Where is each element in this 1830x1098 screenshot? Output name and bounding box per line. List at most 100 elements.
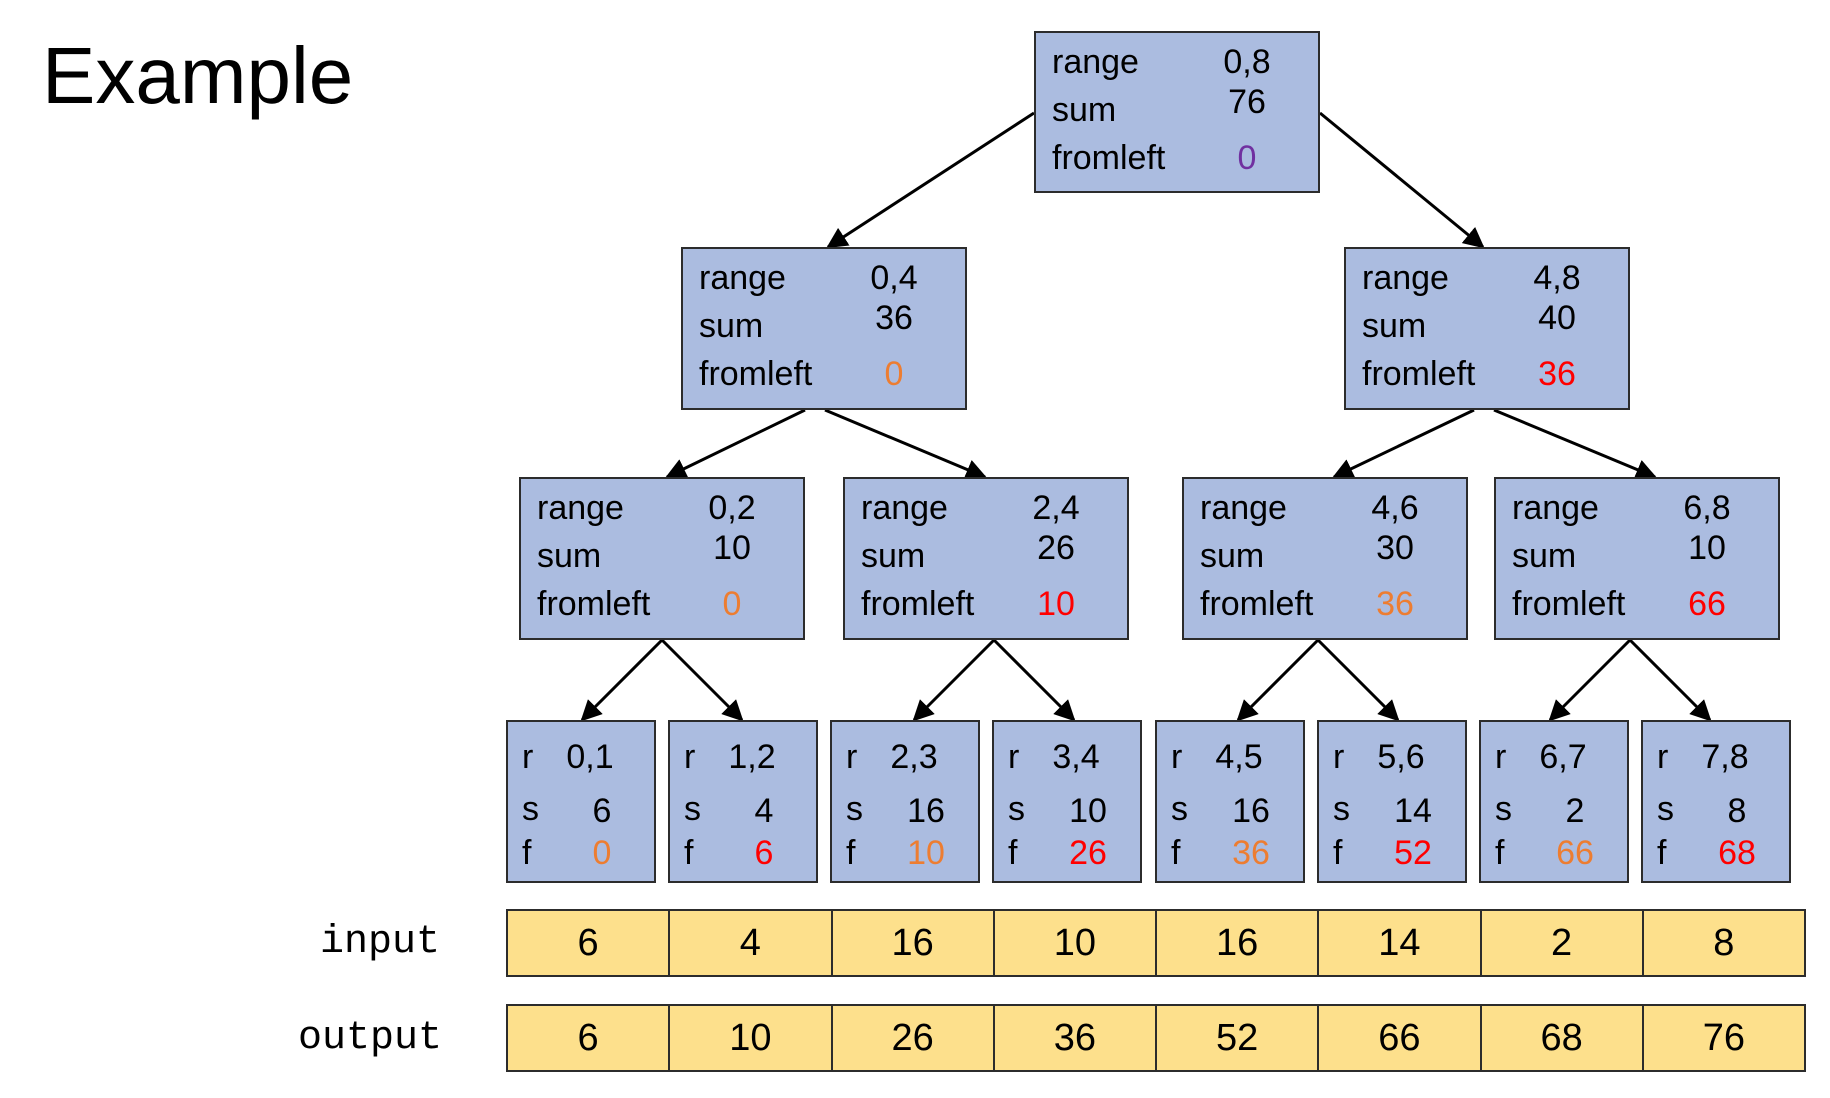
fromleft-label: fromleft [1362,355,1476,393]
edge [1236,638,1320,722]
f-value: 26 [1069,834,1107,872]
s-value: 16 [907,792,945,830]
range-label: range [1512,489,1599,527]
f-label: f [1657,834,1667,872]
input-cell: 14 [1317,911,1479,975]
leaf-node-2: r 2,3 s 16 f 10 [830,720,980,883]
sum-value: 10 [713,529,751,567]
fromleft-label: fromleft [1052,139,1166,177]
range-value: 4,6 [1371,489,1419,527]
r-label: r [684,738,696,776]
tree-node-root: range 0,8 sum 76 fromleft 0 [1034,31,1320,193]
range-value: 4,8 [1533,259,1581,297]
f-value: 52 [1394,834,1432,872]
r-label: r [1171,738,1183,776]
sum-value: 26 [1037,529,1075,567]
output-cell: 36 [992,1006,1155,1070]
range-label: range [537,489,624,527]
leaf-node-4: r 4,5 s 16 f 36 [1155,720,1305,883]
f-label: f [1171,834,1181,872]
r-value: 4,5 [1215,738,1263,776]
r-value: 6,7 [1539,738,1587,776]
f-label: f [846,834,856,872]
leaf-node-7: r 7,8 s 8 f 68 [1641,720,1791,883]
s-value: 10 [1069,792,1107,830]
edge [1548,638,1632,722]
range-label: range [1052,43,1139,81]
sum-value: 76 [1228,83,1266,121]
sum-label: sum [537,537,602,575]
s-label: s [846,790,863,828]
sum-value: 30 [1376,529,1414,567]
sum-label: sum [699,307,764,345]
output-cell: 10 [668,1006,830,1070]
output-label: output [298,1016,443,1061]
tree-node-l2-3: range 6,8 sum 10 fromleft 66 [1494,477,1780,640]
s-value: 4 [754,792,774,830]
s-value: 14 [1394,792,1432,830]
r-label: r [1008,738,1020,776]
f-value: 66 [1556,834,1594,872]
r-label: r [522,738,534,776]
fromleft-value: 36 [1538,355,1576,393]
sum-label: sum [1512,537,1577,575]
r-value: 2,3 [890,738,938,776]
input-array: 6 4 16 10 16 14 2 8 [506,909,1806,977]
r-value: 7,8 [1701,738,1749,776]
fromleft-label: fromleft [537,585,651,623]
output-array: 6 10 26 36 52 66 68 76 [506,1004,1806,1072]
range-value: 0,4 [870,259,918,297]
edge [580,638,664,722]
fromleft-value: 10 [1037,585,1075,623]
input-label: input [320,920,441,965]
tree-node-l1-1: range 4,8 sum 40 fromleft 36 [1344,247,1630,410]
output-cell: 66 [1317,1006,1479,1070]
r-value: 3,4 [1052,738,1100,776]
r-value: 5,6 [1377,738,1425,776]
f-value: 68 [1718,834,1756,872]
tree-node-l2-1: range 2,4 sum 26 fromleft 10 [843,477,1129,640]
edge [826,111,1035,249]
leaf-node-5: r 5,6 s 14 f 52 [1317,720,1467,883]
fromleft-value: 0 [722,585,742,623]
sum-value: 40 [1538,299,1576,337]
leaf-node-0: r 0,1 s 6 f 0 [506,720,656,883]
edge [912,638,996,722]
input-cell: 8 [1641,911,1804,975]
sum-value: 10 [1688,529,1726,567]
r-value: 0,1 [566,738,614,776]
s-label: s [1008,790,1025,828]
edge [1316,638,1400,722]
f-value: 36 [1232,834,1270,872]
fromleft-value: 0 [884,355,904,393]
output-cell: 52 [1155,1006,1317,1070]
f-label: f [1008,834,1018,872]
r-value: 1,2 [728,738,776,776]
f-label: f [1333,834,1343,872]
sum-value: 36 [875,299,913,337]
fromleft-value: 36 [1376,585,1414,623]
s-label: s [1333,790,1350,828]
range-value: 2,4 [1032,489,1080,527]
range-label: range [699,259,786,297]
input-cell: 2 [1479,911,1642,975]
f-value: 0 [592,834,612,872]
fromleft-label: fromleft [1200,585,1314,623]
f-label: f [1495,834,1505,872]
range-label: range [1200,489,1287,527]
edge [1332,408,1475,479]
leaf-node-1: r 1,2 s 4 f 6 [668,720,818,883]
r-label: r [1657,738,1669,776]
s-value: 8 [1727,792,1747,830]
leaf-node-6: r 6,7 s 2 f 66 [1479,720,1629,883]
input-cell: 6 [577,922,599,964]
page-title: Example [42,31,354,120]
r-label: r [846,738,858,776]
s-label: s [1171,790,1188,828]
s-label: s [522,790,539,828]
leaf-node-3: r 3,4 s 10 f 26 [992,720,1142,883]
edge [660,638,744,722]
edge [824,408,987,480]
r-label: r [1495,738,1507,776]
output-cell: 26 [830,1006,993,1070]
